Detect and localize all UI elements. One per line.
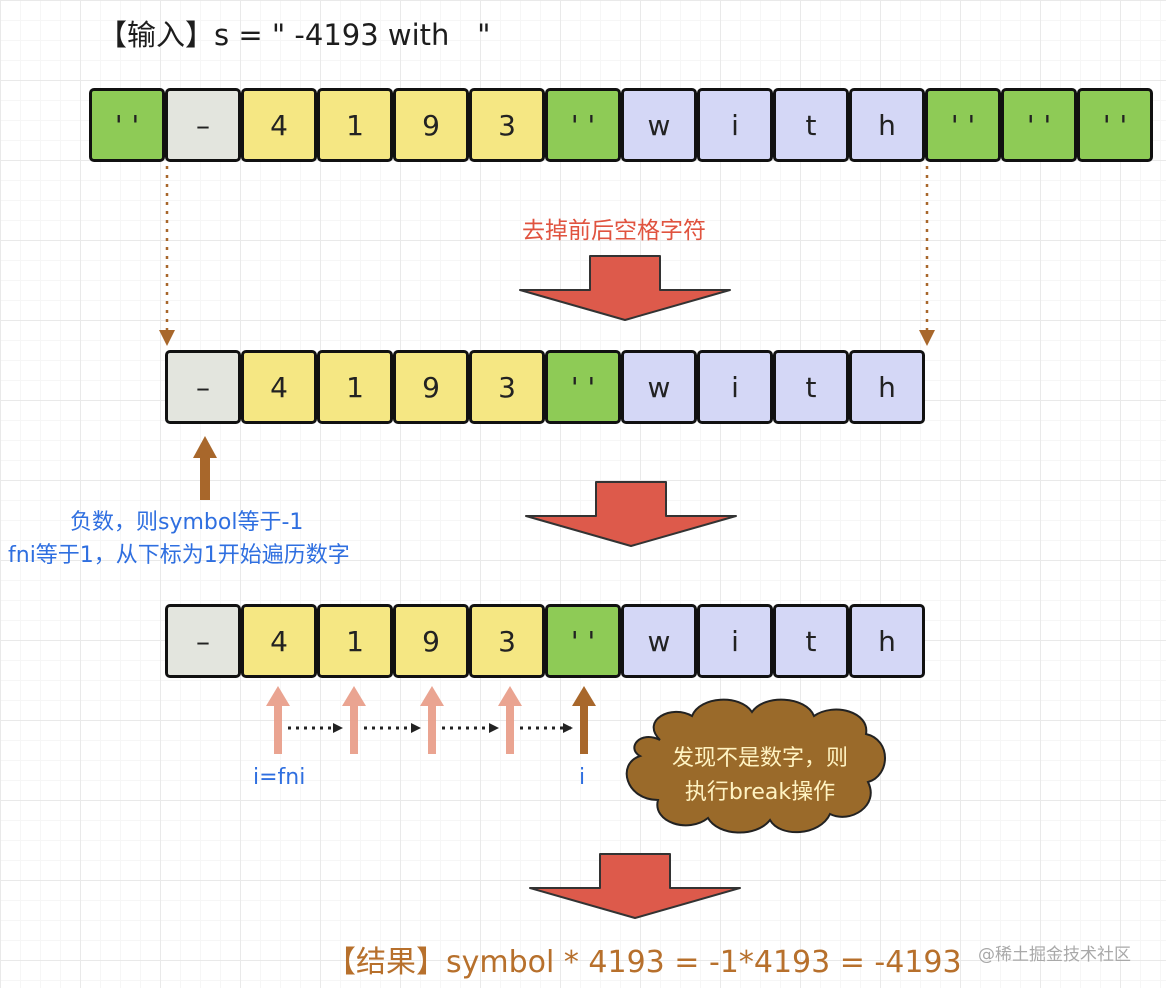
char-cell-alpha: i (697, 604, 773, 678)
break-cloud-text: 发现不是数字，则 执行break操作 (640, 742, 880, 810)
char-cell-sign: – (165, 88, 241, 162)
watermark: @稀土掘金技术社区 (978, 945, 1131, 965)
right-trim-guide (919, 166, 935, 346)
char-cell-space: ' ' (925, 88, 1001, 162)
step-down-arrow (525, 481, 737, 547)
sign-pointer-arrow (193, 436, 217, 500)
stop-pointer-arrow (572, 686, 596, 754)
char-cell-alpha: w (621, 604, 697, 678)
char-cell-digit: 1 (317, 88, 393, 162)
char-cell-digit: 9 (393, 604, 469, 678)
char-cell-sign: – (165, 350, 241, 424)
negative-explanation-line1: 负数，则symbol等于-1 (70, 510, 304, 535)
break-cloud-line2: 执行break操作 (684, 780, 836, 805)
char-cell-digit: 4 (241, 88, 317, 162)
char-cell-space: ' ' (89, 88, 165, 162)
left-trim-guide (159, 166, 175, 346)
char-cell-digit: 3 (469, 604, 545, 678)
char-cell-alpha: t (773, 604, 849, 678)
char-cell-digit: 3 (469, 350, 545, 424)
trim-step-label: 去掉前后空格字符 (522, 218, 706, 244)
result-line: 【结果】symbol * 4193 = -1*4193 = -4193 (326, 945, 962, 980)
faded-pointer-arrow (420, 686, 444, 754)
char-cell-digit: 4 (241, 350, 317, 424)
char-cell-alpha: t (773, 88, 849, 162)
faded-pointer-arrow (266, 686, 290, 754)
char-cell-space: ' ' (1077, 88, 1153, 162)
char-cell-digit: 4 (241, 604, 317, 678)
char-cell-digit: 1 (317, 604, 393, 678)
faded-pointer-arrow (498, 686, 522, 754)
faded-pointer-arrow (342, 686, 366, 754)
char-cell-digit: 9 (393, 88, 469, 162)
step-down-arrow (519, 255, 731, 321)
char-cell-alpha: h (849, 88, 925, 162)
char-cell-alpha: t (773, 350, 849, 424)
char-cell-digit: 3 (469, 88, 545, 162)
char-cell-sign: – (165, 604, 241, 678)
char-cell-alpha: w (621, 88, 697, 162)
char-cell-alpha: w (621, 350, 697, 424)
step-down-arrow (529, 853, 741, 919)
char-cell-space: ' ' (545, 88, 621, 162)
pointer-start-label: i=fni (253, 765, 306, 790)
break-cloud (625, 698, 886, 834)
negative-explanation-line2: fni等于1，从下标为1开始遍历数字 (8, 543, 350, 568)
pointer-end-label: i (579, 765, 586, 790)
char-cell-space: ' ' (545, 604, 621, 678)
char-cell-alpha: i (697, 88, 773, 162)
char-cell-digit: 9 (393, 350, 469, 424)
char-cell-alpha: i (697, 350, 773, 424)
break-cloud-line1: 发现不是数字，则 (671, 746, 848, 771)
char-cell-alpha: h (849, 604, 925, 678)
char-cell-space: ' ' (1001, 88, 1077, 162)
char-cell-space: ' ' (545, 350, 621, 424)
char-cell-digit: 1 (317, 350, 393, 424)
char-cell-alpha: h (849, 350, 925, 424)
input-title: 【输入】s = " -4193 with " (98, 18, 491, 52)
